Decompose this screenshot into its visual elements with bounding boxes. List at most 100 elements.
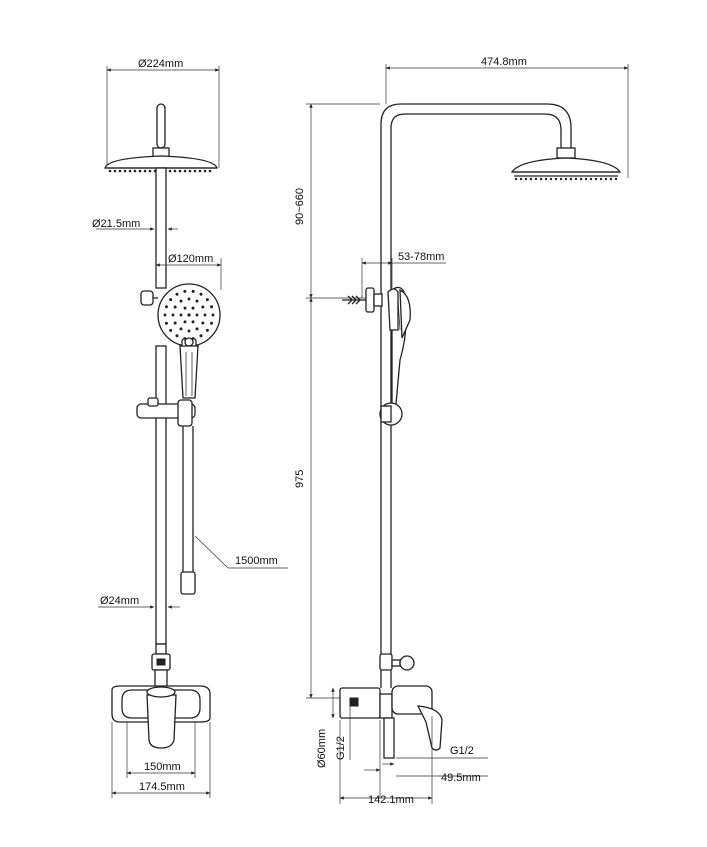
nozzle-dot bbox=[519, 177, 523, 181]
front-hose-length-label: 1500mm bbox=[235, 555, 278, 567]
dim-side-escutcheon: Ø60mm bbox=[316, 687, 335, 768]
nozzle-dot bbox=[584, 177, 588, 181]
front-head-diameter-label: Ø224mm bbox=[138, 58, 183, 70]
nozzle-dot bbox=[614, 177, 618, 181]
front-lower-pipe bbox=[155, 643, 167, 655]
nozzle-dot bbox=[599, 177, 603, 181]
nozzle-dot bbox=[175, 292, 179, 296]
dim-front-inner-width: 150mm bbox=[126, 722, 196, 778]
front-mixer-valve bbox=[111, 685, 211, 749]
nozzle-dot bbox=[208, 169, 212, 173]
nozzle-dot bbox=[179, 327, 183, 331]
nozzle-dot bbox=[554, 177, 558, 181]
front-slide-rail bbox=[155, 345, 167, 645]
nozzle-dot bbox=[183, 320, 187, 324]
nozzle-dot bbox=[148, 169, 152, 173]
nozzle-dot bbox=[529, 177, 533, 181]
nozzle-dot bbox=[108, 169, 112, 173]
nozzle-dot bbox=[211, 313, 215, 317]
front-mixer-lever[interactable] bbox=[146, 694, 177, 749]
nozzle-dot bbox=[138, 169, 142, 173]
nozzle-dot bbox=[609, 177, 613, 181]
dim-side-wall-bracket: 53-78mm bbox=[361, 251, 446, 298]
nozzle-dot bbox=[168, 169, 172, 173]
nozzle-dot bbox=[191, 289, 195, 293]
nozzle-dot bbox=[123, 169, 127, 173]
side-thread-right-label: G1/2 bbox=[450, 745, 474, 757]
side-mixer-lever[interactable] bbox=[416, 705, 443, 751]
nozzle-dot bbox=[534, 177, 538, 181]
dim-side-vertical: 90~660 975 bbox=[294, 103, 380, 699]
dim-side-depth: 142.1mm bbox=[339, 716, 433, 806]
nozzle-dot bbox=[574, 177, 578, 181]
nozzle-dot bbox=[188, 169, 192, 173]
nozzle-dot bbox=[210, 305, 214, 309]
nozzle-dot bbox=[173, 321, 177, 325]
nozzle-dot bbox=[169, 328, 173, 332]
nozzle-dot bbox=[544, 177, 548, 181]
nozzle-dot bbox=[175, 334, 179, 338]
side-thread-left-label: G1/2 bbox=[335, 736, 347, 760]
nozzle-dot bbox=[199, 292, 203, 296]
nozzle-dot bbox=[201, 321, 205, 325]
side-view: 474.8mm 90~660 975 bbox=[294, 56, 629, 806]
nozzle-dot bbox=[559, 177, 563, 181]
side-slider[interactable] bbox=[379, 402, 403, 426]
nozzle-dot bbox=[205, 328, 209, 332]
nozzle-dot bbox=[193, 169, 197, 173]
dim-front-hose-length: 1500mm bbox=[194, 535, 288, 569]
nozzle-dot bbox=[171, 313, 175, 317]
nozzle-dot bbox=[187, 329, 191, 333]
side-diverter[interactable] bbox=[379, 653, 415, 671]
nozzle-dot bbox=[564, 177, 568, 181]
nozzle-dot bbox=[163, 313, 167, 317]
nozzle-dot bbox=[164, 305, 168, 309]
nozzle-dot bbox=[169, 298, 173, 302]
nozzle-dot bbox=[199, 334, 203, 338]
dim-front-rail-diameter: Ø24mm bbox=[98, 595, 180, 609]
dim-side-thread-left: G1/2 bbox=[335, 706, 351, 760]
nozzle-dot bbox=[569, 177, 573, 181]
nozzle-dot bbox=[164, 321, 168, 325]
nozzle-dot bbox=[579, 177, 583, 181]
nozzle-dot bbox=[539, 177, 543, 181]
nozzle-dot bbox=[201, 305, 205, 309]
dim-side-projection: G1/2 49.5mm bbox=[364, 720, 488, 798]
nozzle-dot bbox=[514, 177, 518, 181]
front-shower-head bbox=[104, 155, 218, 173]
nozzle-dot bbox=[173, 169, 177, 173]
nozzle-dot bbox=[179, 313, 183, 317]
nozzle-dot bbox=[179, 299, 183, 303]
side-wall-bracket bbox=[342, 287, 383, 313]
front-slider-holder[interactable] bbox=[136, 397, 196, 427]
nozzle-dot bbox=[133, 169, 137, 173]
front-hose bbox=[180, 426, 196, 595]
side-shower-head bbox=[510, 157, 622, 181]
nozzle-dot bbox=[524, 177, 528, 181]
front-handshower-diameter-label: Ø120mm bbox=[168, 253, 213, 265]
nozzle-dot bbox=[195, 313, 199, 317]
nozzle-dot bbox=[594, 177, 598, 181]
side-mixer-valve bbox=[339, 685, 443, 759]
dim-side-arm-reach: 474.8mm bbox=[385, 56, 629, 178]
side-depth-label: 142.1mm bbox=[368, 794, 414, 806]
nozzle-dot bbox=[128, 169, 132, 173]
side-arm-reach-label: 474.8mm bbox=[481, 56, 527, 68]
nozzle-dot bbox=[549, 177, 553, 181]
nozzle-dot bbox=[195, 327, 199, 331]
nozzle-dot bbox=[203, 169, 207, 173]
dim-front-head-diameter: Ø224mm bbox=[106, 58, 220, 168]
front-view: Ø224mm Ø21.5mm Ø120mm bbox=[92, 58, 288, 798]
nozzle-dot bbox=[198, 169, 202, 173]
side-adjust-height-label: 90~660 bbox=[294, 188, 306, 225]
side-projection-label: 49.5mm bbox=[441, 772, 481, 784]
nozzle-dot bbox=[205, 298, 209, 302]
dim-front-handshower-diameter: Ø120mm bbox=[155, 253, 222, 290]
front-rail-diameter-label: Ø24mm bbox=[100, 595, 139, 607]
nozzle-dot bbox=[604, 177, 608, 181]
nozzle-dot bbox=[173, 305, 177, 309]
nozzle-dot bbox=[191, 306, 195, 310]
front-pipe-diameter-label: Ø21.5mm bbox=[92, 218, 140, 230]
front-diverter-knob[interactable] bbox=[140, 290, 154, 306]
